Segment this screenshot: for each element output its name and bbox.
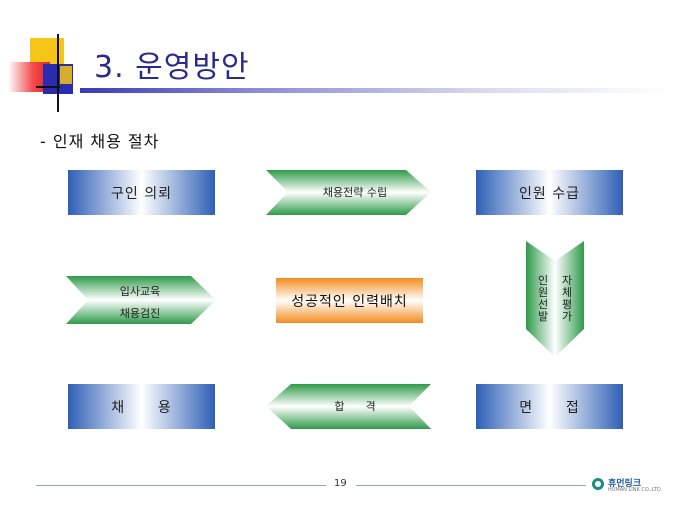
- title-decoration-yellow-small: [60, 66, 72, 84]
- box-hire: 채 용: [68, 384, 215, 429]
- footer-rule-left: [36, 485, 326, 486]
- box-staff-supply: 인원 수급: [476, 170, 623, 215]
- arrow-strategy-label: 채용전략 수립: [322, 186, 388, 199]
- arrow-training-label-2: 채용검진: [119, 307, 161, 320]
- arrow-strategy: [266, 170, 431, 215]
- box-successful-placement: 성공적인 인력배치: [276, 278, 423, 323]
- arrow-selection-label-1: 인원선발: [537, 274, 549, 323]
- title-underline: [80, 88, 670, 93]
- box-interview: 면 접: [476, 384, 623, 429]
- footer-rule-right: [356, 485, 586, 486]
- section-subtitle: - 인재 채용 절차: [40, 132, 160, 151]
- arrow-pass-label: 합 격: [334, 400, 376, 413]
- box-job-request: 구인 의뢰: [68, 170, 215, 215]
- arrow-selection: [526, 241, 584, 357]
- title-decoration-vline: [57, 34, 59, 112]
- company-logo-subtext: HUMAN LINK CO.,LTD.: [608, 487, 663, 493]
- title-decoration-hline: [36, 86, 60, 88]
- arrow-pass: [266, 384, 431, 429]
- arrow-selection-label-2: 자체평가: [561, 274, 573, 323]
- company-logo-text: 휴먼링크: [608, 479, 642, 489]
- page-title: 3. 운영방안: [94, 50, 250, 85]
- arrow-training: [66, 276, 216, 324]
- arrow-training-label-1: 입사교육: [119, 285, 161, 298]
- page-number: 19: [334, 478, 347, 489]
- company-logo-icon: [592, 478, 604, 490]
